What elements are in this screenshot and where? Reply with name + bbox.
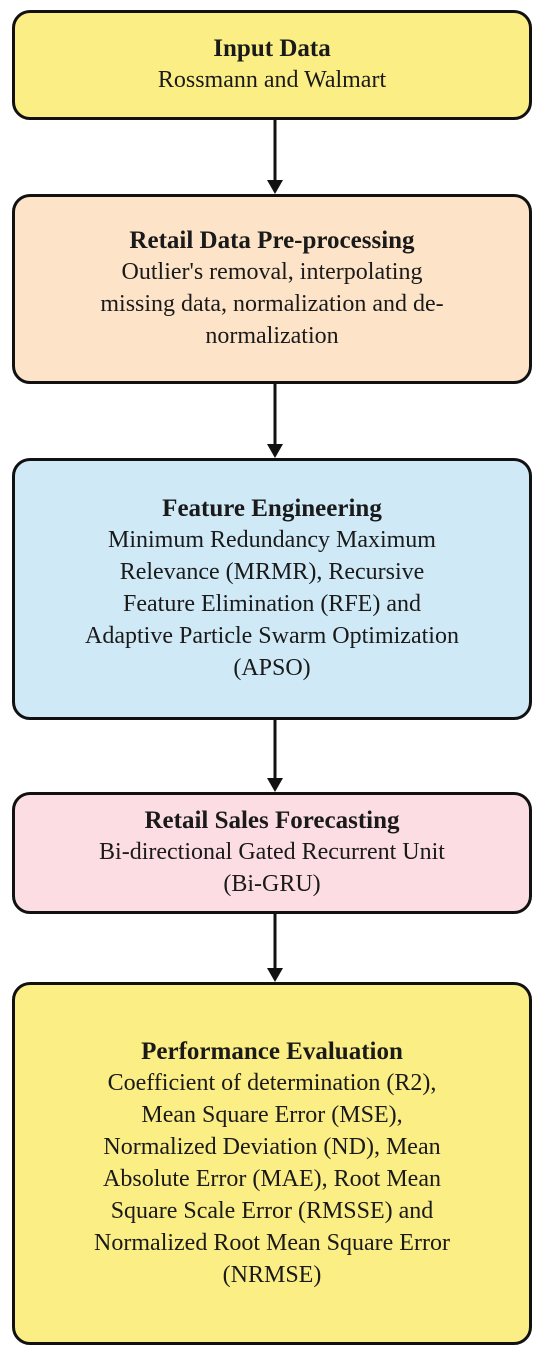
preprocessing-title: Retail Data Pre-processing [129, 227, 415, 254]
arrow-down-icon [266, 384, 284, 458]
preprocessing-line-1: Outlier's removal, interpolating [121, 259, 423, 285]
feature-engineering-line-1: Minimum Redundancy Maximum [108, 527, 436, 553]
performance-evaluation-line-1: Coefficient of determination (R2), [107, 1069, 437, 1096]
performance-evaluation-title: Performance Evaluation [141, 1037, 403, 1065]
performance-evaluation-line-7: (NRMSE) [222, 1261, 322, 1288]
performance-evaluation-line-3: Normalized Deviation (ND), Mean [103, 1133, 441, 1160]
arrow-down-icon [266, 914, 284, 982]
feature-engineering-line-2: Relevance (MRMR), Recursive [119, 559, 425, 585]
sales-forecasting-box: Retail Sales Forecasting Bi-directional … [12, 792, 532, 914]
arrow-down-icon [266, 720, 284, 792]
input-data-title: Input Data [213, 35, 331, 62]
feature-engineering-line-5: (APSO) [233, 655, 311, 681]
feature-engineering-line-3: Feature Elimination (RFE) and [123, 591, 421, 617]
performance-evaluation-line-2: Mean Square Error (MSE), [141, 1101, 403, 1128]
sales-forecasting-title: Retail Sales Forecasting [144, 807, 400, 834]
arrow-down-icon [266, 120, 284, 194]
performance-evaluation-line-4: Absolute Error (MAE), Root Mean [103, 1165, 441, 1192]
performance-evaluation-line-5: Square Scale Error (RMSSE) and [110, 1197, 434, 1224]
input-data-line-1: Rossmann and Walmart [157, 67, 387, 93]
feature-engineering-box: Feature Engineering Minimum Redundancy M… [12, 458, 532, 720]
sales-forecasting-line-2: (Bi-GRU) [223, 871, 321, 897]
sales-forecasting-line-1: Bi-directional Gated Recurrent Unit [99, 839, 445, 865]
preprocessing-box: Retail Data Pre-processing Outlier's rem… [12, 194, 532, 384]
preprocessing-line-3: normalization [205, 323, 339, 349]
input-data-box: Input Data Rossmann and Walmart [12, 10, 532, 120]
feature-engineering-line-4: Adaptive Particle Swarm Optimization [85, 623, 459, 649]
preprocessing-line-2: missing data, normalization and de- [100, 291, 444, 317]
feature-engineering-title: Feature Engineering [162, 495, 382, 522]
performance-evaluation-line-6: Normalized Root Mean Square Error [94, 1229, 450, 1256]
performance-evaluation-box: Performance Evaluation Coefficient of de… [12, 982, 532, 1345]
